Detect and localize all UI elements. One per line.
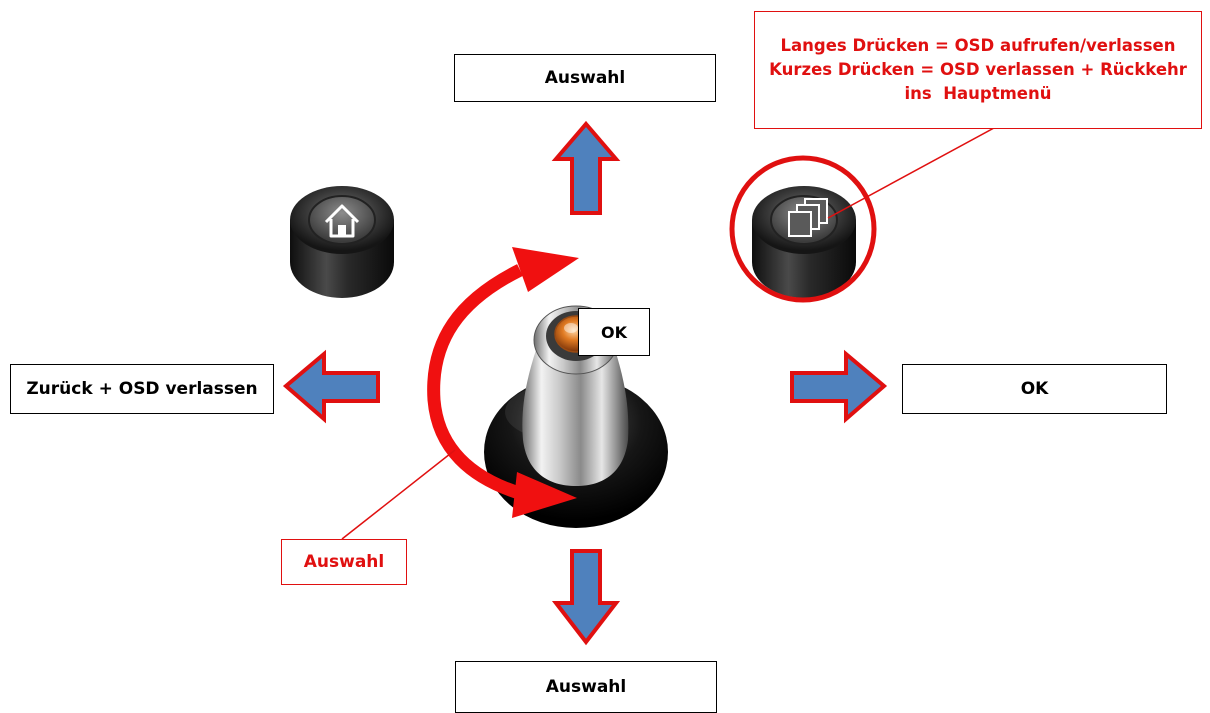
home-icon — [324, 204, 360, 238]
arrow-up-icon — [551, 120, 621, 215]
label-right: OK — [902, 364, 1167, 414]
callout-line-osd — [827, 121, 1006, 219]
label-left: Zurück + OSD verlassen — [10, 364, 274, 414]
osd-note-line-2: Kurzes Drücken = OSD verlassen + Rückkeh… — [769, 60, 1187, 79]
label-up: Auswahl — [454, 54, 716, 102]
osd-note: Langes Drücken = OSD aufrufen/verlassen … — [754, 11, 1202, 129]
rotate-arrow-icon — [427, 247, 579, 518]
arrow-left-icon — [282, 349, 380, 424]
layers-icon — [788, 198, 828, 237]
home-button — [290, 186, 394, 298]
highlight-circle — [729, 155, 877, 303]
label-press: OK — [578, 308, 650, 356]
arrow-right-icon — [790, 349, 888, 424]
label-down: Auswahl — [455, 661, 717, 713]
menu-button — [752, 186, 856, 298]
arrow-down-icon — [551, 549, 621, 646]
callout-line-rotate — [341, 449, 456, 540]
osd-note-line-1: Langes Drücken = OSD aufrufen/verlassen — [780, 36, 1176, 55]
label-rotate: Auswahl — [281, 539, 407, 585]
osd-note-line-3: ins Hauptmenü — [904, 84, 1052, 103]
